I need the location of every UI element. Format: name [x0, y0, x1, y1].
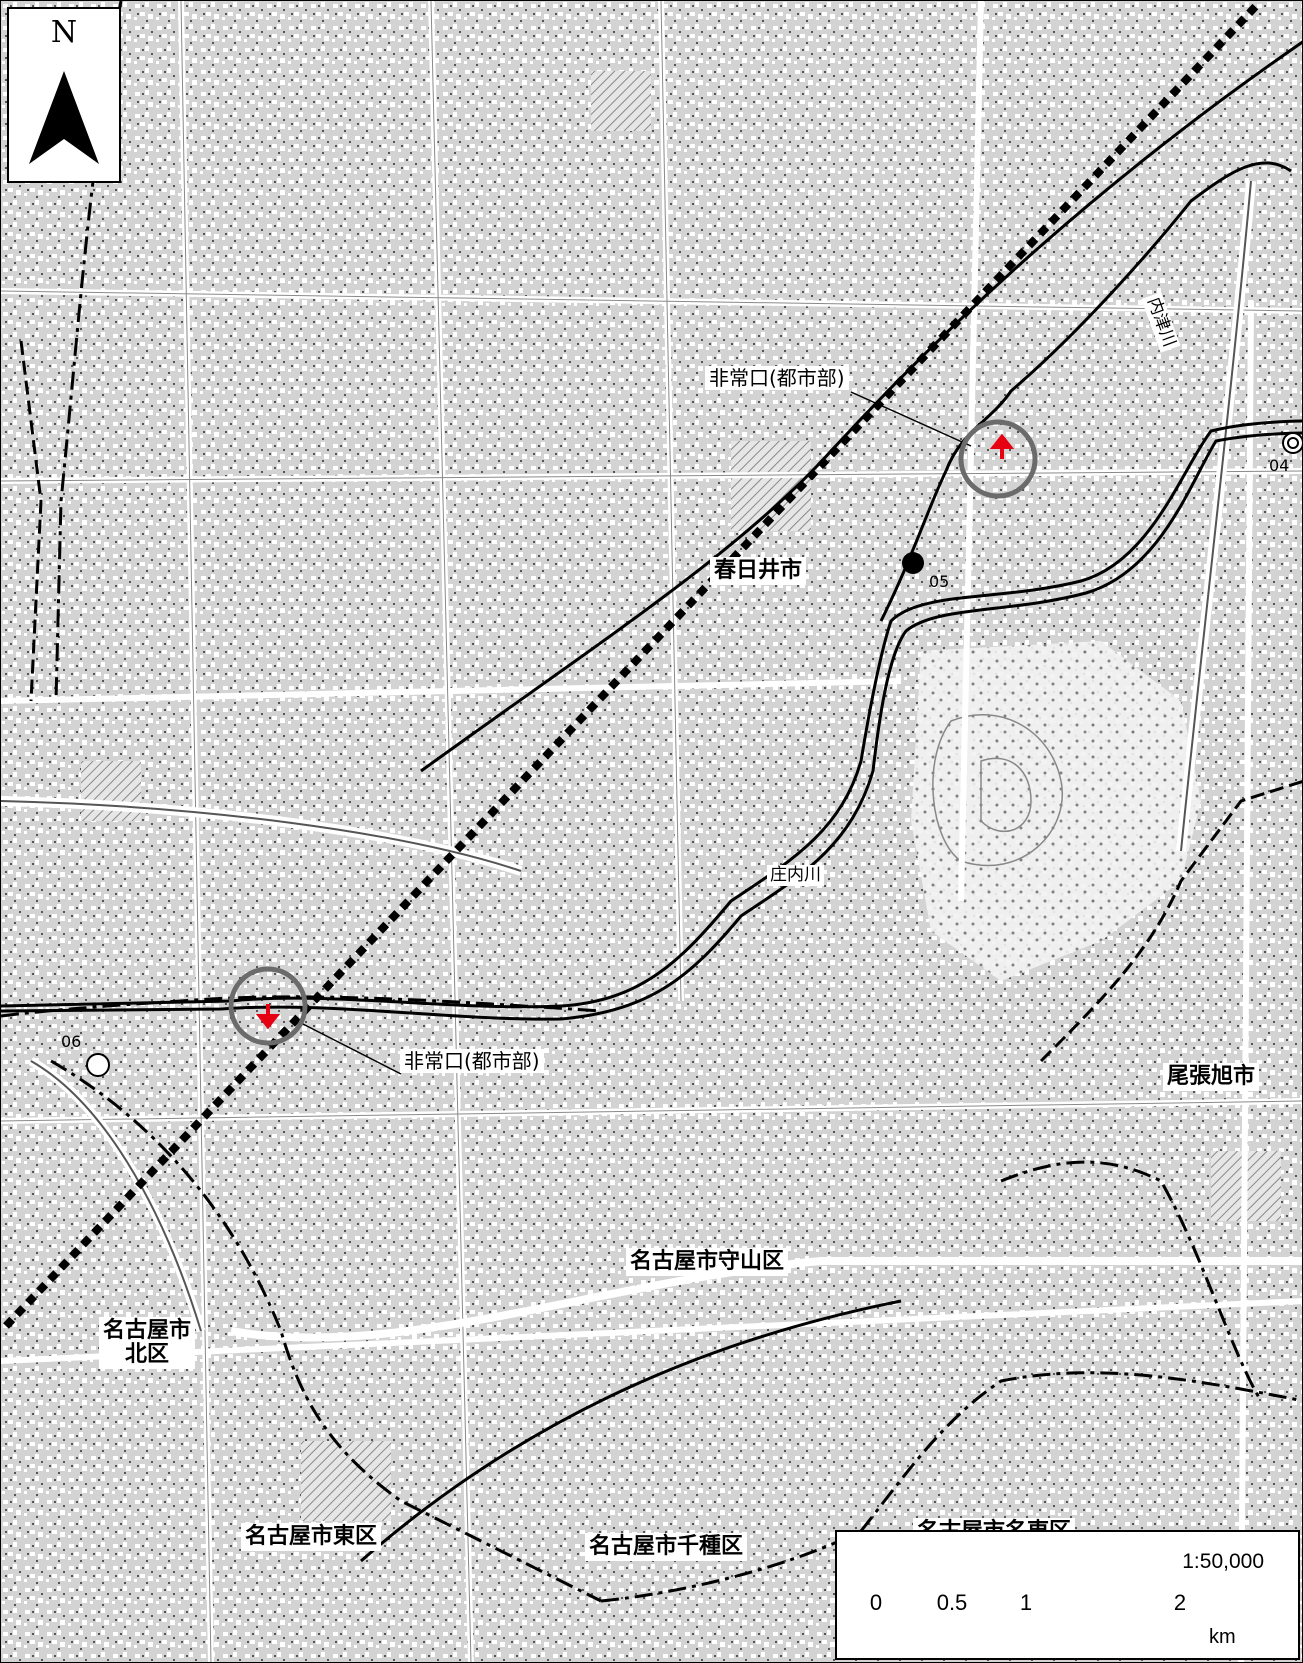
label-shonai-river: 庄内川 — [767, 865, 824, 886]
north-arrow: N — [7, 7, 121, 183]
scale-box: 1:50,000 0 0.5 1 2 km — [835, 1530, 1300, 1660]
label-kasugai: 春日井市 — [710, 557, 807, 586]
label-kita-line1: 名古屋市 — [103, 1318, 192, 1343]
station-04-icon[interactable] — [1282, 432, 1303, 454]
station-04-label: 04 — [1269, 456, 1290, 475]
station-06-label: 06 — [61, 1032, 82, 1051]
north-letter: N — [50, 15, 78, 50]
label-kita-ward: 名古屋市 北区 — [99, 1317, 196, 1370]
emergency-exit-label-kasugai: 非常口(都市部) — [705, 366, 849, 390]
emergency-exit-label-moriyama: 非常口(都市部) — [400, 1049, 544, 1073]
station-05-icon[interactable] — [902, 552, 924, 574]
emergency-exit-marker[interactable] — [958, 419, 1038, 499]
scale-tick-1: 1 — [1019, 1590, 1033, 1615]
label-chikusa-ward: 名古屋市千種区 — [585, 1533, 748, 1562]
label-moriyama-ward: 名古屋市守山区 — [626, 1248, 789, 1277]
station-06-icon[interactable] — [86, 1053, 110, 1077]
emergency-exit-marker[interactable] — [228, 966, 308, 1046]
scale-tick-0-5: 0.5 — [936, 1590, 968, 1615]
scale-unit: km — [1209, 1626, 1236, 1648]
scale-tick-2: 2 — [1173, 1590, 1187, 1615]
label-kita-line2: 北区 — [125, 1342, 170, 1368]
north-arrow-icon — [29, 71, 99, 164]
scale-ratio: 1:50,000 — [1182, 1550, 1264, 1573]
station-05-label: 05 — [929, 572, 950, 591]
label-higashi-ward: 名古屋市東区 — [241, 1523, 382, 1552]
label-owariasahi: 尾張旭市 — [1163, 1063, 1260, 1092]
scale-tick-0: 0 — [869, 1590, 883, 1615]
